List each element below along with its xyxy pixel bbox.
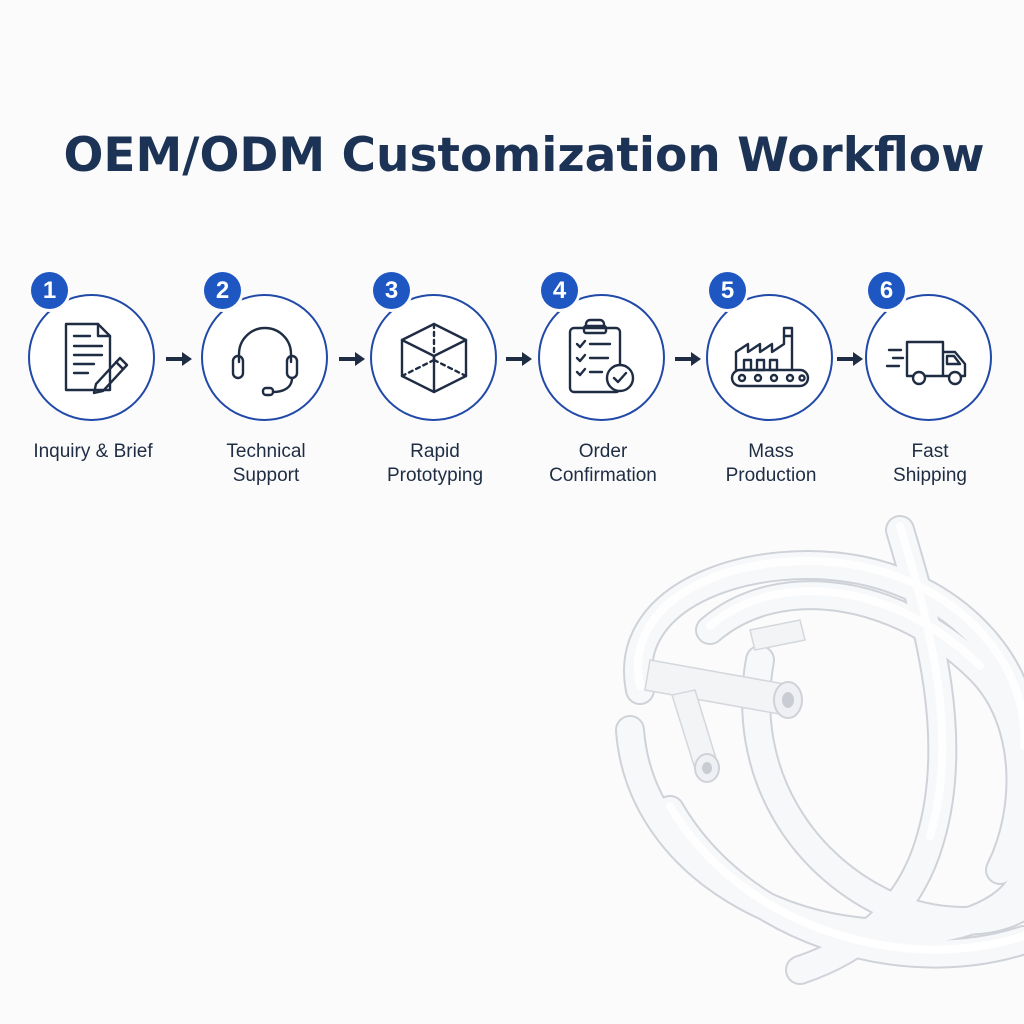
step-label: Inquiry & Brief (0, 440, 193, 464)
step-label-line2: Production (725, 465, 817, 486)
step-label: Mass Production (671, 440, 871, 488)
step-label-line1: Order (578, 441, 628, 462)
step-number-badge: 4 (541, 272, 578, 309)
cube-icon (400, 322, 468, 394)
document-pencil-icon (64, 322, 129, 395)
step-circle (28, 294, 155, 421)
step-label-line1: Technical (226, 441, 306, 462)
step-label-line2: Shipping (893, 465, 967, 486)
step-label-line1: Inquiry & Brief (33, 441, 153, 462)
step-circle (201, 294, 328, 421)
arrow-icon (164, 349, 194, 369)
step-label-line2: Confirmation (549, 465, 657, 486)
silicone-tubing-illustration (615, 515, 1024, 985)
step-number-badge: 6 (868, 272, 905, 309)
step-label-line1: Rapid (410, 441, 460, 462)
page-title: OEM/ODM Customization Workflow (63, 128, 985, 183)
step-number-badge: 2 (204, 272, 241, 309)
step-number-badge: 5 (709, 272, 746, 309)
delivery-truck-icon (885, 340, 967, 386)
workflow-step-4: 4 Order Confirmation (523, 264, 683, 494)
workflow-step-2: 2 Technical Support (186, 264, 346, 494)
step-label-line1: Fast (911, 441, 949, 462)
step-label-line2: Prototyping (386, 465, 484, 486)
workflow-step-6: 6 Fast Shipping (850, 264, 1010, 494)
step-label-line2: Support (232, 465, 300, 486)
headset-icon (231, 326, 299, 397)
clipboard-check-icon (568, 318, 635, 394)
step-label: Technical Support (166, 440, 366, 488)
step-label: Fast Shipping (830, 440, 1024, 488)
arrow-icon (337, 349, 367, 369)
arrow-icon (673, 349, 703, 369)
arrow-icon (504, 349, 534, 369)
step-circle (865, 294, 992, 421)
step-circle (538, 294, 665, 421)
step-label: Rapid Prototyping (335, 440, 535, 488)
arrow-icon (835, 349, 865, 369)
step-number-badge: 3 (373, 272, 410, 309)
step-circle (706, 294, 833, 421)
step-circle (370, 294, 497, 421)
factory-icon (730, 326, 810, 388)
step-label-line1: Mass (748, 441, 794, 462)
workflow-step-5: 5 Mass Production (691, 264, 851, 494)
step-label: Order Confirmation (503, 440, 703, 488)
step-number-badge: 1 (31, 272, 68, 309)
workflow-step-3: 3 Rapid Prototyping (355, 264, 515, 494)
workflow-step-1: 1 Inquiry & Brief (13, 264, 173, 494)
